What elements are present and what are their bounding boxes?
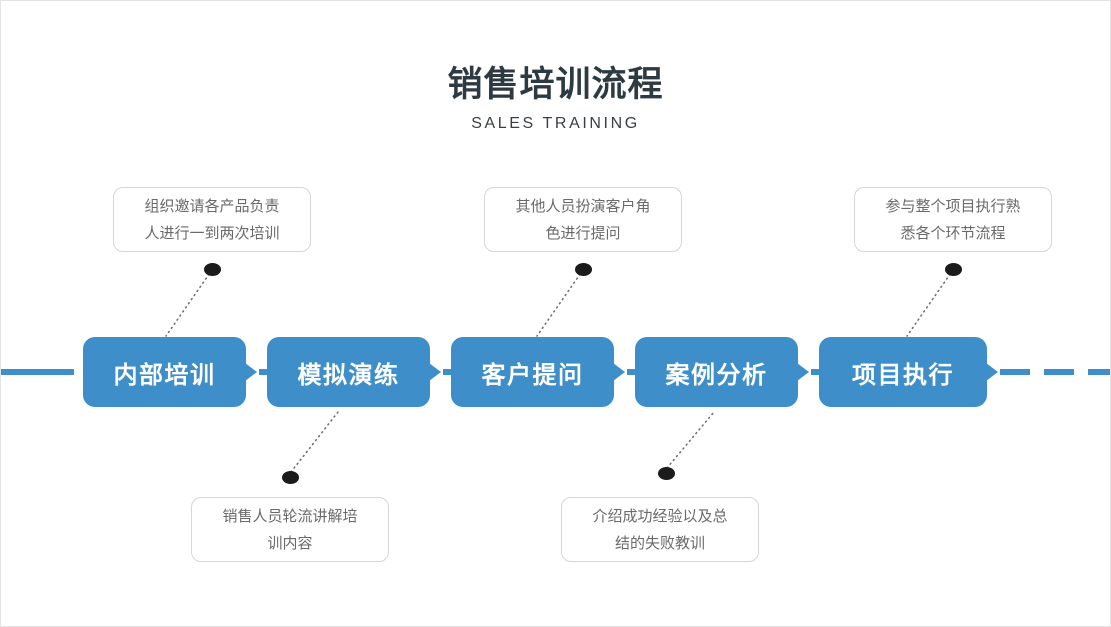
callout-line: 悉各个环节流程	[900, 223, 1006, 242]
callout-line: 结的失败教训	[614, 533, 705, 552]
anchor-dot	[282, 471, 299, 484]
page-title: 销售培训流程	[447, 65, 664, 105]
leader-line	[165, 269, 213, 337]
callout-line: 人进行一到两次培训	[144, 223, 280, 242]
callout-line: 色进行提问	[545, 223, 621, 242]
process-step-label: 模拟演练	[297, 360, 400, 389]
rail-dash	[1044, 369, 1074, 375]
title-block: 销售培训流程 SALES TRAINING	[0, 62, 1111, 134]
process-step-label: 客户提问	[481, 360, 584, 389]
process-step-label: 项目执行	[852, 360, 954, 389]
callout-customer-question[interactable]: 其他人员扮演客户角色进行提问	[484, 187, 682, 252]
connector-dash	[443, 369, 451, 375]
process-step-label: 内部培训	[113, 360, 216, 389]
anchor-dot	[204, 263, 221, 276]
anchor-dot	[658, 467, 675, 480]
leader-line	[536, 269, 584, 337]
connector-dash	[259, 369, 267, 375]
process-step-5[interactable]: 项目执行	[819, 337, 998, 407]
connector-dash	[811, 369, 819, 375]
flow-rail	[0, 369, 1111, 375]
callout-project-execution[interactable]: 参与整个项目执行熟悉各个环节流程	[854, 187, 1052, 252]
callout-line: 组织邀请各产品负责	[144, 196, 280, 215]
callout-text: 参与整个项目执行熟悉各个环节流程	[885, 193, 1020, 247]
callout-text: 介绍成功经验以及总结的失败教训	[592, 503, 727, 557]
callout-case-lessons[interactable]: 介绍成功经验以及总结的失败教训	[561, 497, 759, 562]
process-step-4[interactable]: 案例分析	[635, 337, 809, 407]
callout-line: 参与整个项目执行熟	[885, 196, 1021, 215]
arrow-right-icon	[797, 363, 809, 381]
callout-line: 训内容	[267, 533, 313, 552]
leader-line	[290, 411, 339, 473]
rail-dash	[22, 369, 52, 375]
rail-dash	[1000, 369, 1030, 375]
rail-dash	[0, 369, 30, 375]
arrow-right-icon	[245, 363, 257, 381]
process-step-2[interactable]: 模拟演练	[267, 337, 441, 407]
page-subtitle: SALES TRAINING	[471, 115, 640, 132]
callout-text: 其他人员扮演客户角色进行提问	[515, 193, 650, 247]
callout-internal-training[interactable]: 组织邀请各产品负责人进行一到两次培训	[113, 187, 311, 252]
callout-line: 其他人员扮演客户角	[515, 196, 651, 215]
leader-line	[666, 411, 715, 469]
callout-text: 销售人员轮流讲解培训内容	[222, 503, 357, 557]
rail-dash	[1088, 369, 1111, 375]
arrow-right-icon	[613, 363, 625, 381]
rail-dash	[44, 369, 74, 375]
connector-dash	[627, 369, 635, 375]
callout-sales-rotation[interactable]: 销售人员轮流讲解培训内容	[191, 497, 389, 562]
callout-line: 销售人员轮流讲解培	[222, 506, 358, 525]
anchor-dot	[575, 263, 592, 276]
callout-text: 组织邀请各产品负责人进行一到两次培训	[144, 193, 279, 247]
process-step-3[interactable]: 客户提问	[451, 337, 625, 407]
arrow-right-icon	[429, 363, 441, 381]
process-step-1[interactable]: 内部培训	[83, 337, 257, 407]
leader-line	[906, 269, 954, 337]
callout-line: 介绍成功经验以及总	[592, 506, 728, 525]
anchor-dot	[945, 263, 962, 276]
arrow-right-icon	[986, 363, 998, 381]
process-step-label: 案例分析	[665, 360, 768, 389]
